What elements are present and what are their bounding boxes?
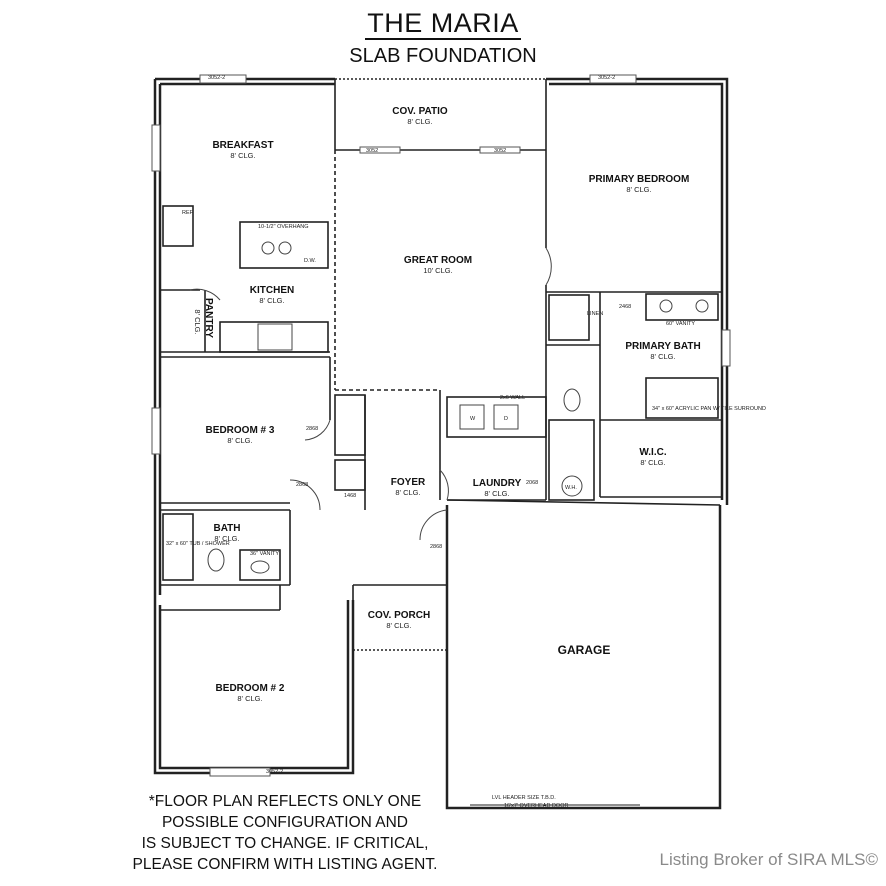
shower-pan-note: 34" x 60" ACRYLIC PAN W/ TILE SURROUND xyxy=(652,406,766,412)
clg-great-room: 10' CLG. xyxy=(423,266,452,275)
water-heater-label: W.H. xyxy=(565,485,577,491)
windows xyxy=(151,74,731,777)
washer-label: W xyxy=(470,416,476,422)
dryer-label: D xyxy=(504,416,508,422)
disclaimer-line: POSSIBLE CONFIGURATION AND xyxy=(161,814,409,831)
overhead-door-note: 16'x7' OVERHEAD DOOR xyxy=(504,803,568,809)
linen-label: LINEN xyxy=(587,311,603,317)
window-label-primary: 3052-2 xyxy=(598,75,615,81)
window-label-patio-right: 3052 xyxy=(494,148,506,154)
room-cov-patio: COV. PATIO xyxy=(392,106,448,117)
clg-foyer: 8' CLG. xyxy=(395,488,420,497)
window-label-bedroom-2: 3052-2 xyxy=(266,769,283,775)
clg-laundry: 8' CLG. xyxy=(484,489,509,498)
disclaimer: *FLOOR PLAN REFLECTS ONLY ONE POSSIBLE C… xyxy=(120,791,450,875)
vanity-36-label: 36" VANITY xyxy=(250,551,279,557)
door-label-2068-laundry: 2068 xyxy=(526,480,538,486)
room-breakfast: BREAKFAST xyxy=(212,140,273,151)
interior-walls xyxy=(160,78,722,651)
disclaimer-line: *FLOOR PLAN REFLECTS ONLY ONE xyxy=(148,793,422,810)
room-bedroom-2: BEDROOM # 2 xyxy=(216,683,285,694)
room-pantry: PANTRY xyxy=(203,298,214,338)
room-foyer: FOYER xyxy=(391,477,426,488)
disclaimer-line: PLEASE CONFIRM WITH LISTING AGENT. xyxy=(132,856,438,873)
room-kitchen: KITCHEN xyxy=(250,285,294,296)
ref-label: REF xyxy=(182,210,194,216)
clg-bath: 8' CLG. xyxy=(214,534,239,543)
mls-watermark: Listing Broker of SIRA MLS© xyxy=(659,850,878,869)
vanity-60-label: 60" VANITY xyxy=(666,321,695,327)
clg-primary-bedroom: 8' CLG. xyxy=(626,185,651,194)
door-label-2868-bed3: 2868 xyxy=(296,482,308,488)
disclaimer-line: IS SUBJECT TO CHANGE. IF CRITICAL, xyxy=(141,835,429,852)
clg-cov-patio: 8' CLG. xyxy=(407,117,432,126)
room-garage: GARAGE xyxy=(558,643,611,657)
clg-pantry: 8' CLG. xyxy=(193,309,202,334)
wall-label: 2x6 WALL xyxy=(500,395,525,401)
door-label-2468-bath: 2468 xyxy=(619,304,631,310)
header-note: LVL HEADER SIZE T.B.D. xyxy=(492,795,556,801)
clg-kitchen: 8' CLG. xyxy=(259,296,284,305)
room-cov-porch: COV. PORCH xyxy=(368,610,430,621)
tub-shower-note: 32" x 60" TUB / SHOWER xyxy=(166,541,230,547)
window-label-breakfast: 3052-2 xyxy=(208,75,225,81)
window-label-patio-left: 3052 xyxy=(366,148,378,154)
room-primary-bath: PRIMARY BATH xyxy=(625,341,700,352)
pantry-label-group: PANTRY xyxy=(203,298,214,338)
clg-bedroom-3: 8' CLG. xyxy=(227,436,252,445)
room-bedroom-3: BEDROOM # 3 xyxy=(206,425,275,436)
room-bath: BATH xyxy=(213,523,240,534)
plan-subtitle: SLAB FOUNDATION xyxy=(349,45,537,67)
clg-cov-porch: 8' CLG. xyxy=(386,621,411,630)
room-wic: W.I.C. xyxy=(639,447,666,458)
plan-title: THE MARIA xyxy=(365,8,521,40)
door-label-2668-bed3: 2868 xyxy=(306,426,318,432)
room-laundry: LAUNDRY xyxy=(473,478,522,489)
overhang-label: 10-1/2" OVERHANG xyxy=(258,224,309,230)
door-label-1468: 1468 xyxy=(344,493,356,499)
clg-wic: 8' CLG. xyxy=(640,458,665,467)
clg-bedroom-2: 8' CLG. xyxy=(237,694,262,703)
door-label-2868-foyer: 2868 xyxy=(430,544,442,550)
room-primary-bedroom: PRIMARY BEDROOM xyxy=(589,174,690,185)
room-great-room: GREAT ROOM xyxy=(404,255,472,266)
clg-primary-bath: 8' CLG. xyxy=(650,352,675,361)
clg-breakfast: 8' CLG. xyxy=(230,151,255,160)
dw-label: D.W. xyxy=(304,258,316,264)
fixtures xyxy=(189,241,709,574)
